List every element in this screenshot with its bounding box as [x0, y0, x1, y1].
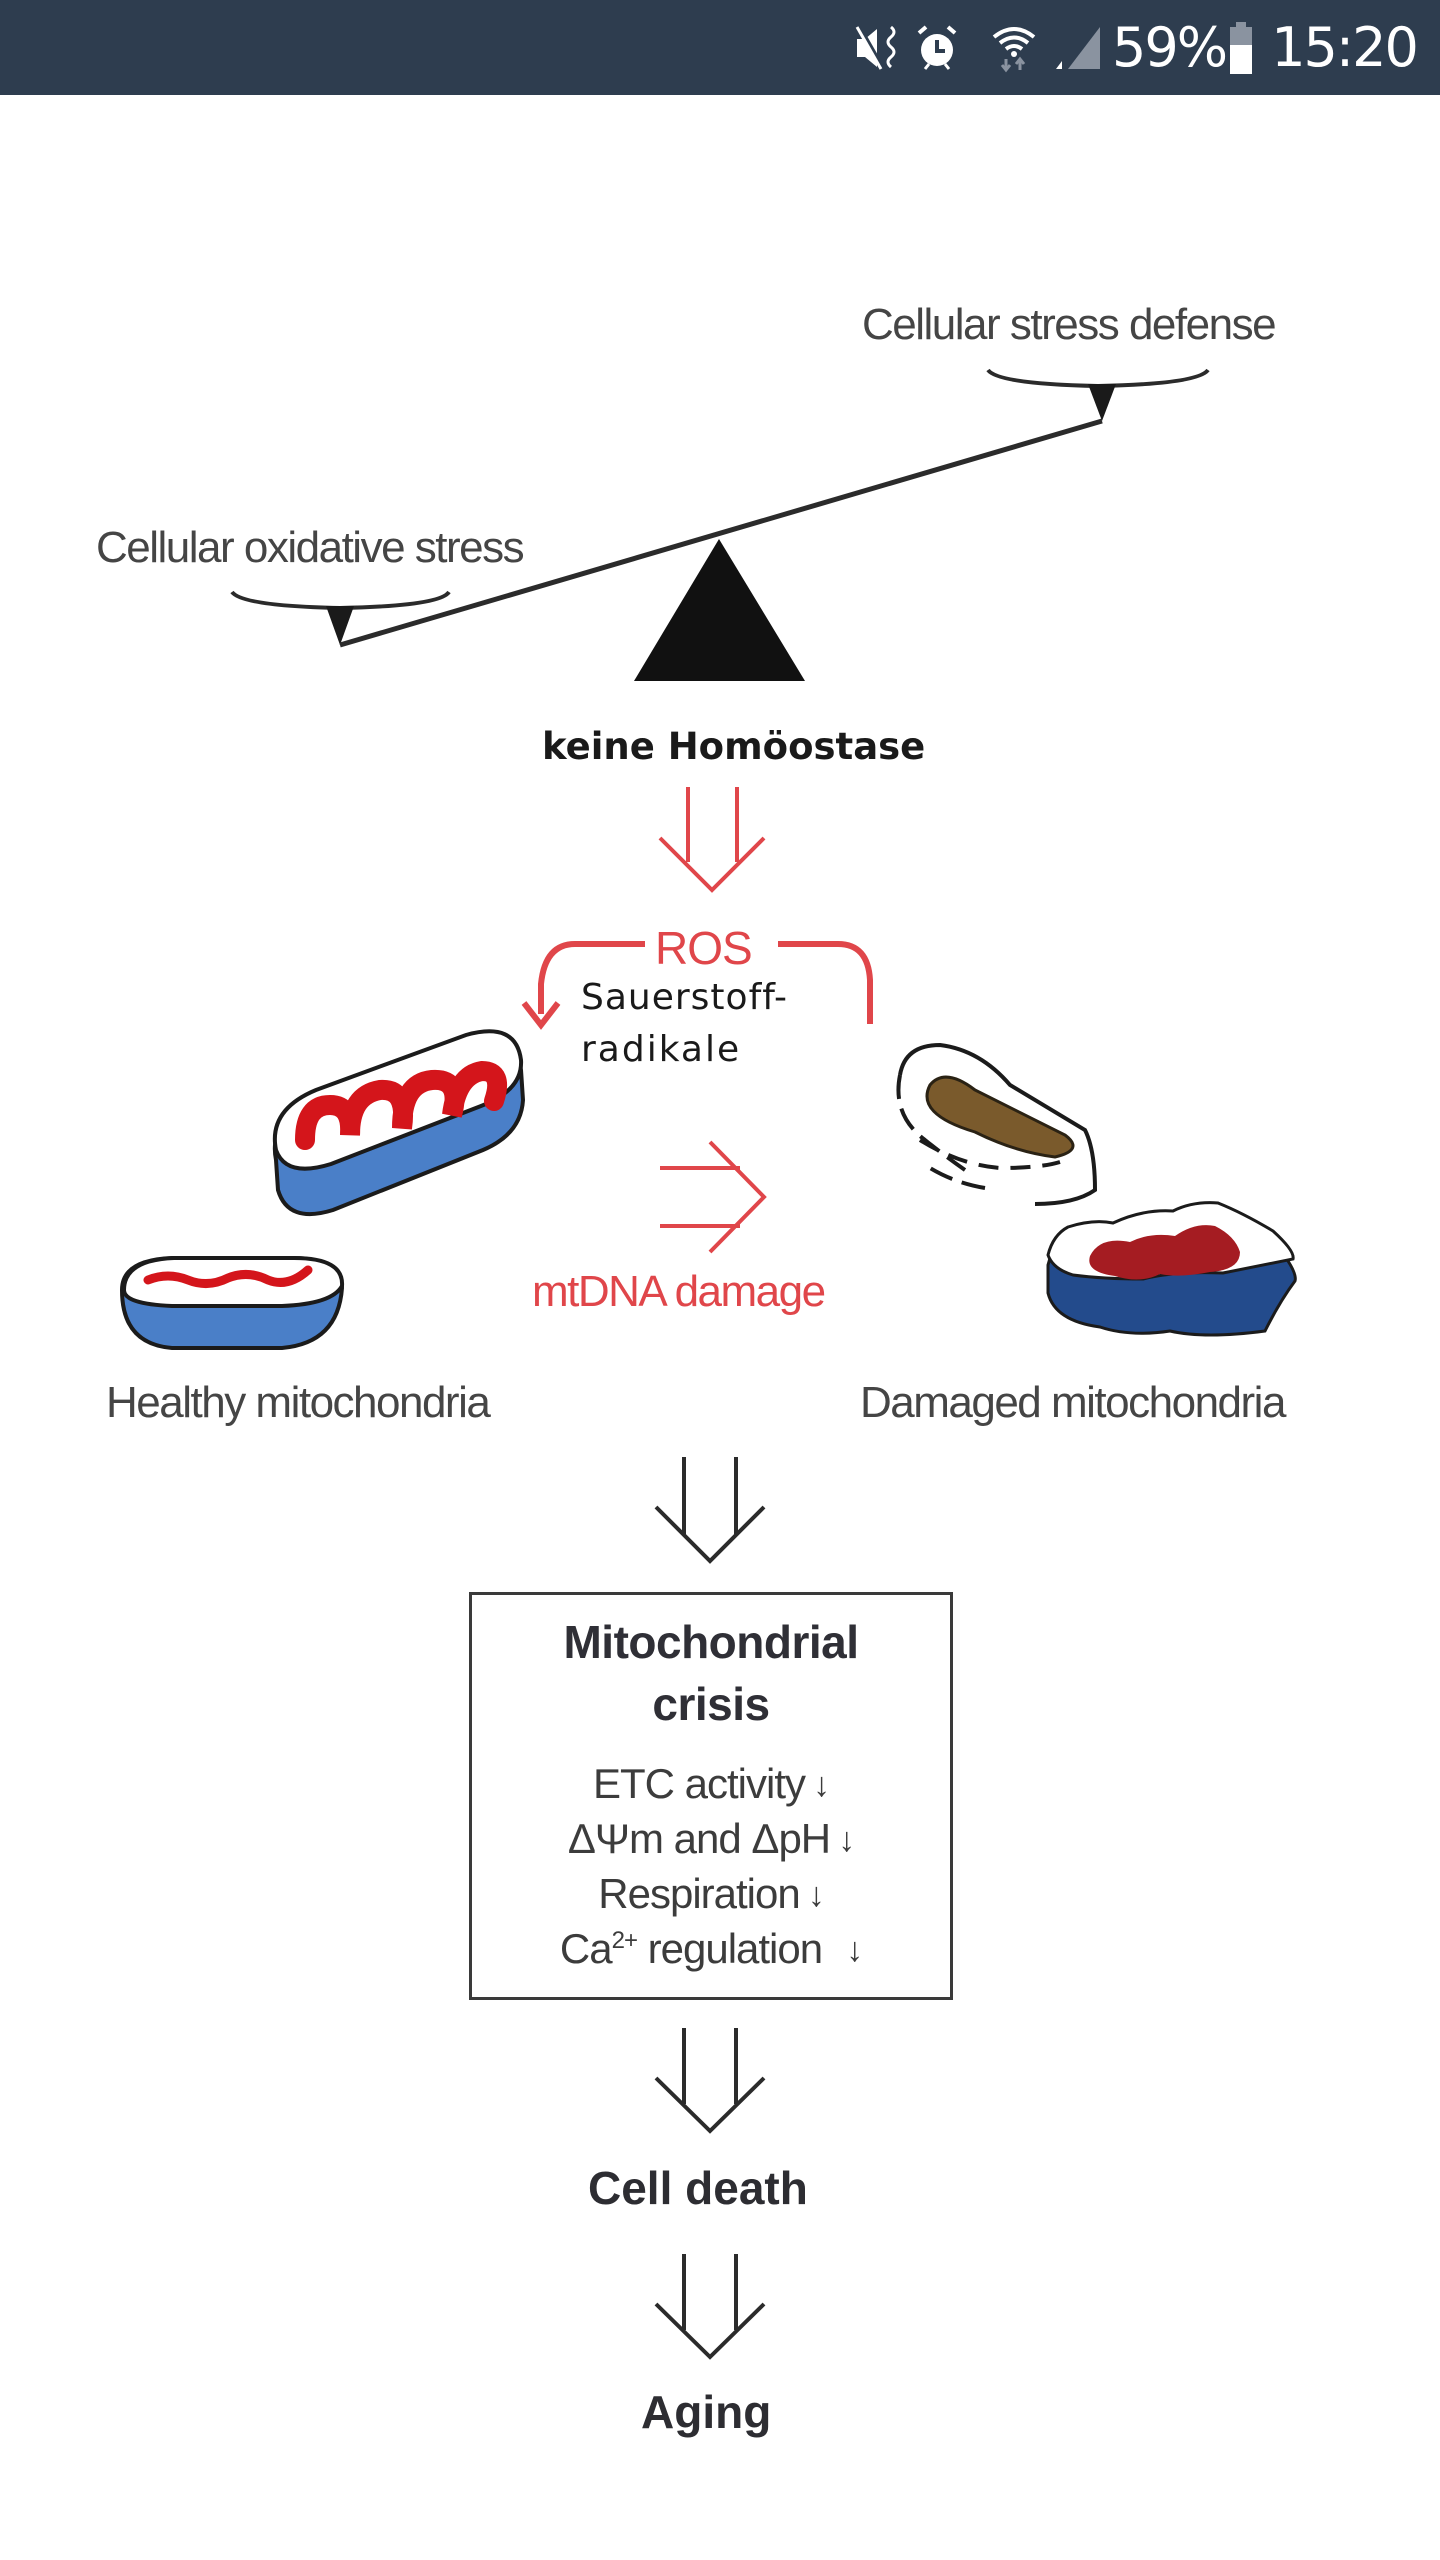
- right-pan-pivot: [1088, 384, 1116, 421]
- crisis-item: Respiration↓: [472, 1870, 950, 1918]
- mute-vibrate-icon: [852, 0, 908, 95]
- crisis-item: ΔΨm and ΔpH↓: [472, 1815, 950, 1863]
- left-pan: [230, 590, 451, 611]
- label-mtdna-damage: mtDNA damage: [532, 1267, 826, 1316]
- label-sauerstoff: Sauerstoff-: [581, 977, 788, 1018]
- crisis-title-line1: Mitochondrial: [563, 1616, 859, 1668]
- crisis-item: Ca2+ regulation ↓: [472, 1925, 950, 1973]
- label-cell-death: Cell death: [588, 2162, 808, 2214]
- signal-icon: [1052, 0, 1104, 95]
- alarm-icon: [912, 0, 962, 95]
- wifi-icon: [990, 0, 1038, 95]
- crisis-item-text: ΔΨm and ΔpH: [567, 1815, 831, 1862]
- ros-right-bracket: [778, 941, 873, 1024]
- label-healthy-mitochondria: Healthy mitochondria: [106, 1378, 491, 1427]
- crisis-item: ETC activity↓: [472, 1760, 950, 1808]
- crisis-item-text: ETC activity: [592, 1760, 806, 1807]
- down-arrow-to-cell-death: [654, 2028, 766, 2134]
- damaged-mitochondrion-red: [1046, 1201, 1297, 1337]
- diagram-graphics: [119, 368, 1297, 2360]
- red-right-arrow: [660, 1140, 767, 1254]
- right-pan: [986, 368, 1210, 389]
- clock: 15:20: [1271, 16, 1419, 79]
- balance-scale: [230, 368, 1210, 681]
- label-cellular-stress-defense: Cellular stress defense: [862, 300, 1277, 349]
- label-damaged-mitochondria: Damaged mitochondria: [860, 1378, 1286, 1427]
- damaged-mitochondrion-brown: [896, 1042, 1098, 1206]
- crisis-item-text-rest: regulation: [636, 1925, 823, 1972]
- crisis-item-text: Respiration: [598, 1870, 800, 1917]
- crisis-item-text: Ca: [559, 1925, 613, 1972]
- battery-icon: [1226, 0, 1256, 95]
- down-arrow-icon: ↓: [846, 1931, 863, 1969]
- red-down-arrow: [658, 787, 766, 893]
- balance-beam: [339, 418, 1103, 648]
- down-arrow-icon: ↓: [807, 1876, 825, 1914]
- label-cellular-oxidative-stress: Cellular oxidative stress: [96, 523, 525, 572]
- down-arrow-to-aging: [654, 2254, 766, 2360]
- mitochondria-aging-diagram: Cellular stress defense Cellular oxidati…: [0, 95, 1440, 2560]
- label-ros: ROS: [655, 922, 753, 974]
- label-keine-homoostase: keine Homöostase: [542, 725, 926, 768]
- crisis-item-superscript: 2+: [611, 1927, 638, 1954]
- healthy-mitochondrion-large: [272, 1029, 526, 1216]
- ros-left-bracket: [521, 941, 645, 1030]
- crisis-title-line2: crisis: [652, 1678, 770, 1730]
- down-arrow-icon: ↓: [838, 1821, 855, 1859]
- fulcrum: [634, 539, 805, 681]
- battery-percent: 59%: [1111, 16, 1228, 79]
- mitochondrial-crisis-box: Mitochondrial crisis ETC activity↓ ΔΨm a…: [469, 1592, 953, 2000]
- down-arrow-icon: ↓: [813, 1766, 830, 1804]
- left-pan-pivot: [326, 606, 354, 645]
- status-bar: 59% 15:20: [0, 0, 1440, 95]
- down-arrow-to-crisis: [654, 1457, 766, 1564]
- label-radikale: radikale: [581, 1029, 742, 1070]
- healthy-mitochondrion-small: [119, 1256, 345, 1350]
- label-aging: Aging: [641, 2386, 772, 2438]
